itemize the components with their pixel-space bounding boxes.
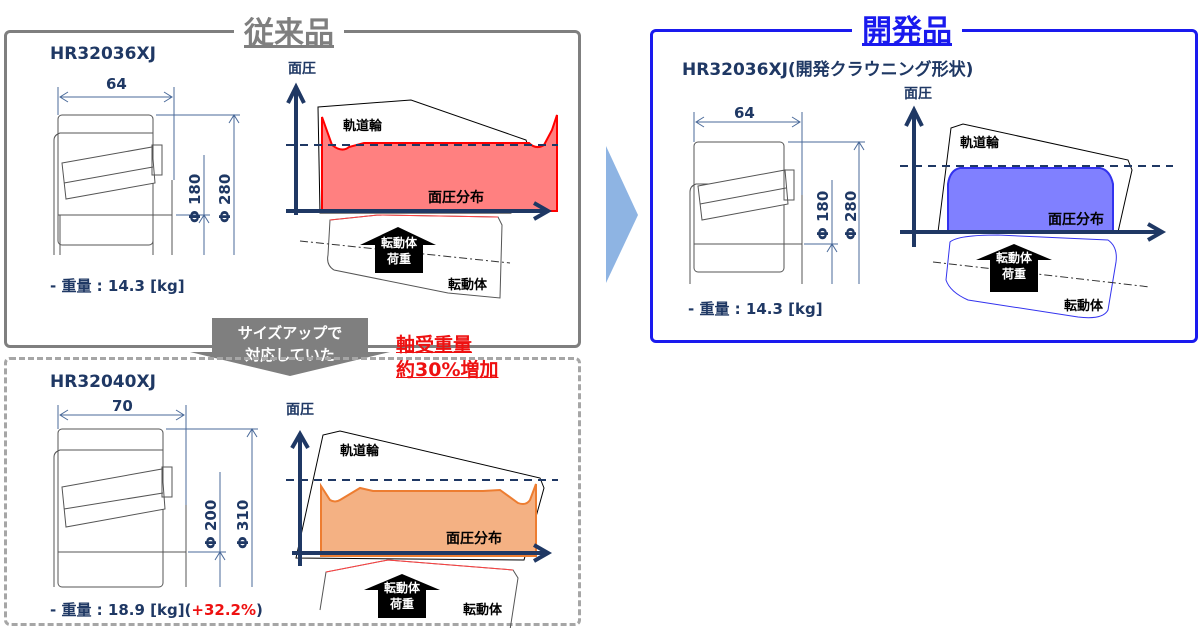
race-label: 軌道輪 [960,135,1000,151]
conventional-pressure-chart: 面圧 軌道輪 面圧分布 転動体 荷重 転動体 [286,61,558,299]
weight-delta: +32.2% [191,601,257,619]
developed-pressure-chart: 面圧 軌道輪 面圧分布 転動体 荷重 転動体 [900,86,1173,319]
y-axis-label: 面圧 [286,402,314,418]
conventional-model: HR32036XJ [50,44,156,64]
load-label: 転動体 [996,250,1033,265]
callout-line1: 軸受重量 [396,334,473,356]
distribution-label: 面圧分布 [428,189,484,206]
roller-label: 転動体 [463,602,503,618]
weight-value: - 重量 : 18.9 [kg] [50,601,185,619]
conventional-weight: - 重量 : 14.3 [kg] [50,277,185,295]
width-dimension: 64 [106,75,127,93]
upsized-panel [4,357,581,626]
load-label: 転動体 [381,235,418,250]
width-dimension: 64 [734,104,755,122]
race-label: 軌道輪 [343,118,383,134]
arrow-text-line1: サイズアップで [237,324,343,342]
upsized-bearing-drawing: 70 Φ 200 Φ 310 [53,397,258,588]
developed-model: HR32036XJ(開発クラウニング形状) [682,60,974,80]
transition-arrow-icon [606,146,638,283]
load-label-2: 荷重 [386,251,411,266]
upsized-model: HR32040XJ [50,372,156,392]
roller-label: 転動体 [1064,298,1104,314]
load-label-2: 荷重 [1001,266,1026,281]
developed-bearing-drawing: 64 Φ 180 Φ 280 [689,104,865,284]
y-axis-label: 面圧 [288,61,316,77]
developed-heading: 開発品 [852,6,962,50]
outer-diameter: Φ 280 [216,174,234,223]
paren-close: ) [256,601,263,619]
weight-increase-callout: 軸受重量 約30%増加 [396,333,498,383]
distribution-label: 面圧分布 [446,530,502,547]
y-axis-label: 面圧 [904,86,932,102]
load-label: 転動体 [384,580,421,595]
width-dimension: 70 [112,397,133,415]
callout-line2: 約30%増加 [396,359,499,381]
race-label: 軌道輪 [340,443,380,459]
upsized-pressure-chart: 面圧 軌道輪 面圧分布 転動体 荷重 転動体 [286,402,558,628]
roller-label: 転動体 [448,277,488,293]
upsized-weight: - 重量 : 18.9 [kg](+32.2%) [50,599,263,620]
inner-diameter: Φ 180 [186,174,204,223]
outer-diameter: Φ 310 [234,500,252,549]
inner-diameter: Φ 200 [202,500,220,549]
developed-weight: - 重量 : 14.3 [kg] [688,300,823,318]
distribution-label: 面圧分布 [1048,211,1104,228]
paren-open: ( [184,601,192,619]
outer-diameter: Φ 280 [842,191,860,240]
conventional-bearing-drawing: 64 Φ 180 Φ 280 [53,75,240,255]
size-up-arrow [190,318,390,376]
conventional-heading: 従来品 [234,8,344,52]
inner-diameter: Φ 180 [814,191,832,240]
load-label-2: 荷重 [389,596,414,611]
